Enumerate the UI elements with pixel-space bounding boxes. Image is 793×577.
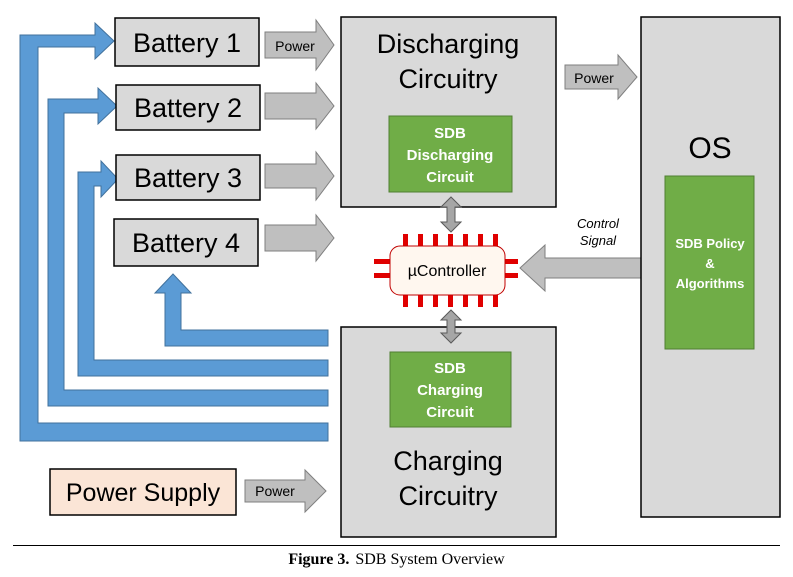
microcontroller-chip: µController [374,234,518,307]
discharging-title-line2: Circuitry [399,64,498,94]
os-policy-line2: & [705,256,714,271]
battery-1: Battery 1 [114,17,260,67]
discharging-circuitry: Discharging Circuitry SDB Discharging Ci… [340,16,557,208]
power-arrow-battery-1 [264,18,335,72]
battery-1-label: Battery 1 [133,28,241,58]
os-title: OS [688,132,731,165]
power-arrow-battery-3 [264,150,335,202]
figure-caption: Figure 3. SDB System Overview [0,551,793,569]
battery-2-label: Battery 2 [134,93,242,123]
battery-2: Battery 2 [115,84,261,131]
double-arrow-discharging [439,196,463,233]
charge-arrow-battery-3 [77,159,329,377]
power-label-power-supply: Power [255,483,295,499]
power-arrow-power-supply [244,468,327,514]
charge-arrow-battery-4 [153,273,329,347]
battery-4: Battery 4 [113,218,259,267]
sdb-charging-line1: SDB [434,360,466,377]
power-arrow-to-os [564,53,638,101]
control-signal-line2: Signal [580,233,617,248]
sdb-discharging-line2: Discharging [407,147,494,164]
control-signal-line1: Control [577,216,620,231]
battery-4-label: Battery 4 [132,228,240,258]
sdb-charging-line3: Circuit [426,404,474,421]
charge-arrows [19,21,329,442]
os-box: OS SDB Policy & Algorithms [640,16,781,518]
sdb-discharging-line3: Circuit [426,169,474,186]
os-policy-line3: Algorithms [676,276,745,291]
double-arrow-charging [439,309,463,344]
battery-3: Battery 3 [115,154,261,201]
sdb-charging-line2: Charging [417,382,483,399]
power-label-battery-1: Power [275,38,315,54]
power-arrow-battery-4 [264,213,335,263]
caption-label: Figure 3. [288,551,350,568]
power-supply: Power Supply [49,468,237,516]
power-supply-label: Power Supply [66,479,221,507]
power-label-to-os: Power [574,70,614,86]
caption-text: SDB System Overview [355,551,505,568]
sdb-discharging-line1: SDB [434,125,466,142]
battery-3-label: Battery 3 [134,163,242,193]
charging-title-line2: Circuitry [399,481,498,511]
charging-title-line1: Charging [393,446,503,476]
charging-circuitry: SDB Charging Circuit Charging Circuitry [340,326,557,538]
charge-arrow-battery-1 [19,21,329,442]
os-policy-line1: SDB Policy [675,236,745,251]
discharging-title-line1: Discharging [377,29,520,59]
microcontroller-label: µController [408,263,487,280]
charge-arrow-battery-2 [47,86,329,407]
power-arrow-battery-2 [264,81,335,131]
caption-rule [13,545,780,546]
